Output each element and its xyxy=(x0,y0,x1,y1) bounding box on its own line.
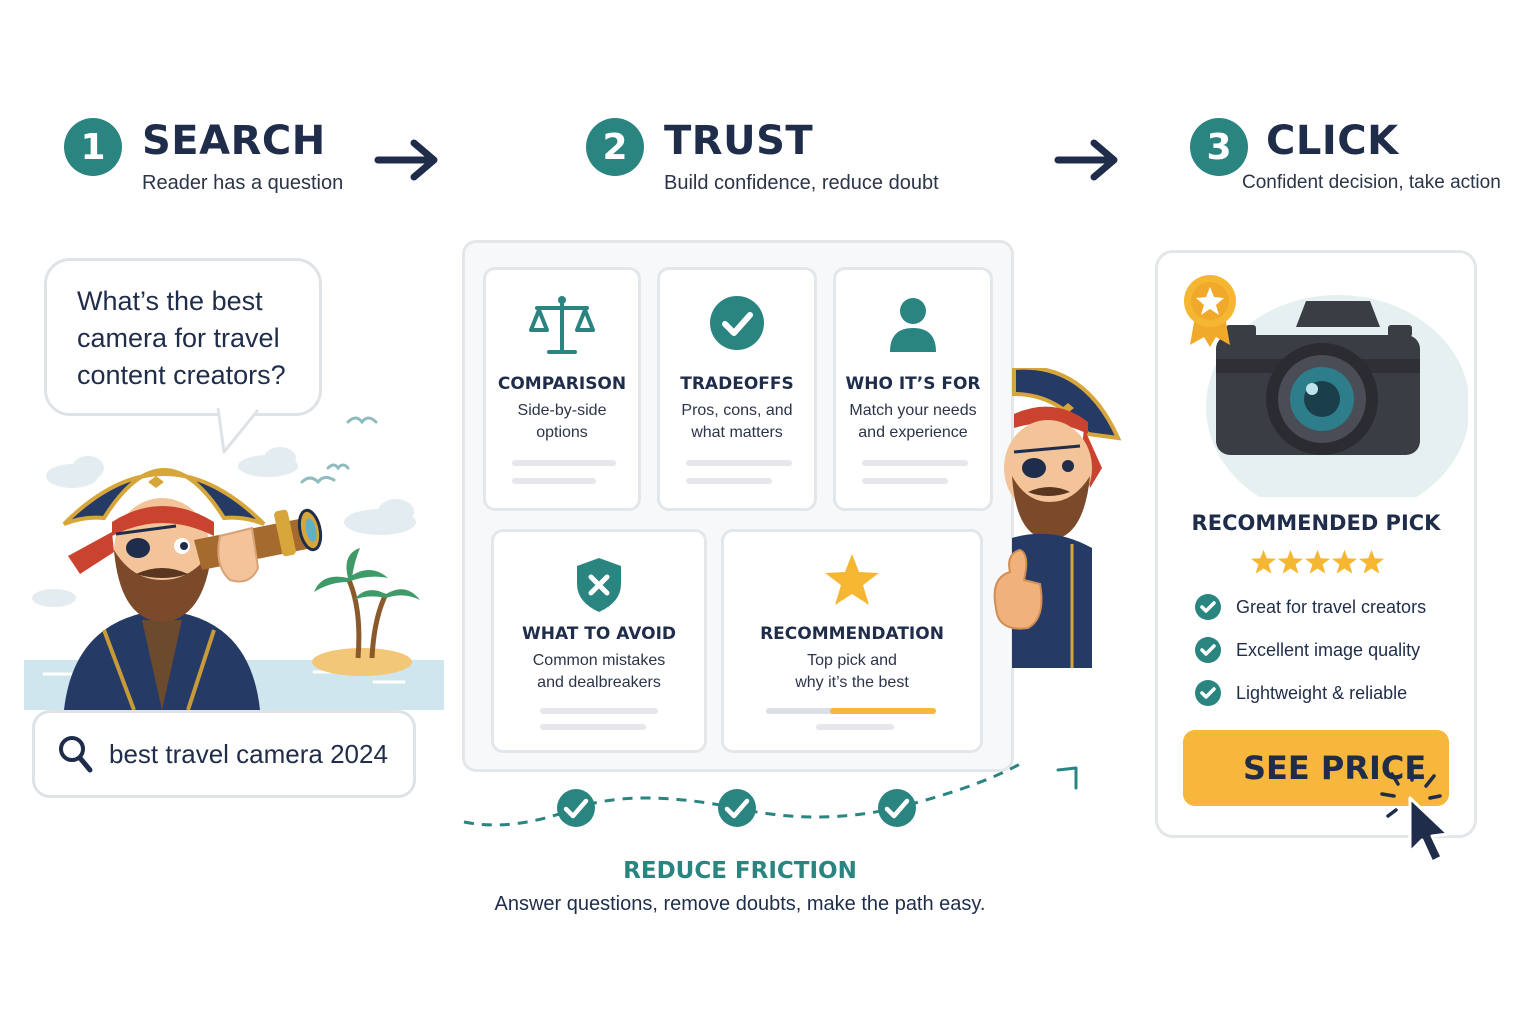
friction-check-icon xyxy=(718,789,756,827)
friction-subtitle: Answer questions, remove doubts, make th… xyxy=(494,893,986,915)
step-search-header: 1 SEARCH Reader has a question xyxy=(64,118,343,195)
bubble-line: What’s the best xyxy=(77,286,263,316)
card-who-its-for: WHO IT’S FOR Match your needs and experi… xyxy=(833,267,993,511)
award-badge-icon xyxy=(1184,275,1236,347)
placeholder-line xyxy=(512,460,616,466)
step-number: 1 xyxy=(64,118,122,176)
card-title: COMPARISON xyxy=(497,374,627,394)
card-title: TRADEOFFS xyxy=(680,374,794,394)
card-description: Pros, cons, and what matters xyxy=(660,400,814,444)
star-rating xyxy=(1250,549,1385,575)
step-trust-header: 2 TRUST Build confidence, reduce doubt xyxy=(586,118,939,195)
step-title: CLICK xyxy=(1266,118,1399,164)
step-number: 3 xyxy=(1190,118,1248,176)
benefit-label: Lightweight & reliable xyxy=(1236,682,1408,703)
card-title: WHAT TO AVOID xyxy=(521,624,677,644)
cursor-click-icon xyxy=(1380,766,1450,864)
step-number: 2 xyxy=(586,118,644,176)
arrow-right-icon xyxy=(374,139,438,181)
card-desc-line: what matters xyxy=(691,424,783,441)
checkmark-circle-icon xyxy=(1195,594,1221,620)
bubble-line: content creators? xyxy=(77,360,286,390)
card-recommendation: RECOMMENDATION Top pick and why it’s the… xyxy=(721,529,983,753)
benefit-item: Great for travel creators xyxy=(1194,593,1426,621)
placeholder-line xyxy=(686,478,772,484)
step-subtitle: Confident decision, take action xyxy=(1242,172,1501,193)
scales-icon xyxy=(529,296,595,354)
card-description: Side-by-side options xyxy=(486,400,638,444)
checkmark-circle-icon xyxy=(710,296,764,350)
benefit-label: Excellent image quality xyxy=(1236,639,1421,660)
star-icon xyxy=(1331,549,1358,574)
card-desc-line: and dealbreakers xyxy=(537,674,661,691)
question-speech-bubble: What’s the best camera for travel conten… xyxy=(44,258,322,416)
card-title: WHO IT’S FOR xyxy=(845,374,981,394)
card-desc-line: why it’s the best xyxy=(795,674,909,691)
search-icon xyxy=(59,736,93,773)
progress-fill xyxy=(830,708,936,714)
benefit-item: Excellent image quality xyxy=(1194,636,1420,664)
star-icon xyxy=(1277,549,1304,574)
star-icon xyxy=(1304,549,1331,574)
card-description: Match your needs and experience xyxy=(836,400,990,444)
benefit-item: Lightweight & reliable xyxy=(1194,679,1407,707)
shield-x-icon xyxy=(577,558,621,612)
arrow-right-icon xyxy=(1054,139,1118,181)
card-tradeoffs: TRADEOFFS Pros, cons, and what matters xyxy=(657,267,817,511)
placeholder-line xyxy=(862,460,968,466)
card-description: Top pick and why it’s the best xyxy=(724,650,980,694)
placeholder-line xyxy=(816,724,894,730)
checkmark-circle-icon xyxy=(1195,637,1221,663)
pick-title: RECOMMENDED PICK xyxy=(1191,511,1441,535)
card-desc-line: Top pick and xyxy=(807,652,897,669)
trust-panel: COMPARISON Side-by-side options TRADEOFF… xyxy=(462,240,1014,772)
card-description: Common mistakes and dealbreakers xyxy=(494,650,704,694)
card-desc-line: Side-by-side xyxy=(517,402,607,419)
bubble-line: camera for travel xyxy=(77,323,280,353)
placeholder-line xyxy=(686,460,792,466)
star-icon xyxy=(1358,549,1385,574)
step-click-header: 3 CLICK Confident decision, take action xyxy=(1190,118,1501,194)
card-desc-line: and experience xyxy=(858,424,968,441)
placeholder-line xyxy=(512,478,596,484)
checkmark-circle-icon xyxy=(1195,680,1221,706)
card-what-to-avoid: WHAT TO AVOID Common mistakes and dealbr… xyxy=(491,529,707,753)
step-subtitle: Reader has a question xyxy=(142,172,344,194)
person-icon xyxy=(890,298,936,352)
card-desc-line: options xyxy=(536,424,588,441)
step-title: SEARCH xyxy=(142,118,326,164)
star-icon xyxy=(1250,549,1277,574)
card-title: RECOMMENDATION xyxy=(760,624,944,644)
placeholder-line xyxy=(540,724,646,730)
friction-title: REDUCE FRICTION xyxy=(623,858,857,884)
step-title: TRUST xyxy=(664,118,814,164)
friction-check-icon xyxy=(557,789,595,827)
step-subtitle: Build confidence, reduce doubt xyxy=(664,172,939,194)
benefit-label: Great for travel creators xyxy=(1236,596,1427,617)
placeholder-line xyxy=(540,708,658,714)
card-desc-line: Common mistakes xyxy=(532,652,666,669)
search-input[interactable]: best travel camera 2024 xyxy=(32,710,416,798)
bubble-tail-icon xyxy=(216,408,260,454)
star-icon xyxy=(825,554,879,605)
camera-illustration xyxy=(1206,295,1468,497)
card-comparison: COMPARISON Side-by-side options xyxy=(483,267,641,511)
card-desc-line: Pros, cons, and xyxy=(681,402,793,419)
card-desc-line: Match your needs xyxy=(849,402,977,419)
search-query-text: best travel camera 2024 xyxy=(109,738,388,769)
pirate-spyglass-illustration xyxy=(24,416,444,710)
friction-path xyxy=(463,762,1078,827)
friction-check-icon xyxy=(878,789,916,827)
placeholder-line xyxy=(862,478,948,484)
pirate-thumbs-up-illustration xyxy=(993,368,1122,668)
